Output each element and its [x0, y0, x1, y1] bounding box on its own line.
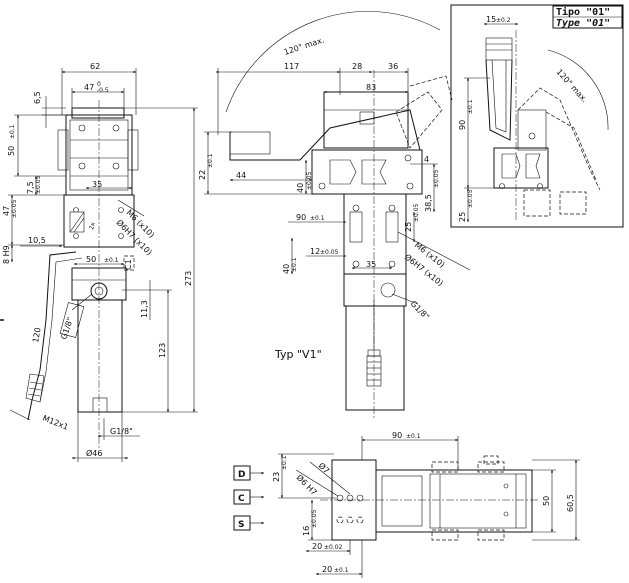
dim-6-5: 6,5 — [33, 91, 42, 104]
bottom-dim-90: 90 — [392, 431, 402, 440]
dim-25: 25 — [404, 222, 413, 232]
dim-44: 44 — [236, 171, 246, 180]
datum-c: C — [238, 494, 245, 504]
dim-g18: G1/8" — [409, 299, 431, 321]
dim-47v: 47 — [2, 206, 11, 216]
dim-90: 90 — [296, 213, 306, 222]
dim-62: 62 — [90, 62, 100, 71]
dim-40b-tol: ±0.1 — [291, 257, 298, 272]
dim-m12: M12x1 — [41, 414, 69, 432]
dim-35: 35 — [366, 260, 376, 269]
dim-50: 50 — [7, 146, 16, 156]
center-view: 120° max. — [198, 11, 471, 420]
bottom-dim-90-tol: ±0.1 — [406, 433, 421, 440]
dim-50b: 50 — [86, 255, 96, 264]
dim-40-tol: ±0.05 — [306, 171, 313, 190]
bottom-dim-16: 16 — [302, 526, 311, 536]
bottom-dim-23: 23 — [272, 472, 281, 482]
dim-83: 83 — [366, 83, 376, 92]
dim-38-5-tol: ±0.05 — [433, 169, 440, 188]
inset-dim-angle: 120° max. — [555, 67, 590, 104]
dim-g18b: G1/8" — [110, 427, 133, 436]
dim-12-tol: ±0.05 — [320, 249, 339, 256]
dim-22-tol: ±0.1 — [207, 153, 214, 168]
dim-c1: C1 — [124, 259, 133, 270]
dim-47: 47 — [84, 83, 94, 92]
inset-dim-25: 25 — [458, 212, 467, 222]
bottom-dim-20b-tol: ±0.1 — [334, 567, 349, 574]
dim-50-tol: ±0.1 — [9, 124, 16, 139]
inset-dim-15-tol: ±0.2 — [496, 17, 511, 24]
bottom-dim-23-tol: ±0.1 — [281, 455, 288, 470]
inset-dim-25-tol: ±0.05 — [467, 189, 474, 208]
bottom-dim-60-5: 60,5 — [566, 494, 575, 512]
dim-50b-tol: ±0.1 — [104, 257, 119, 264]
dim-117: 117 — [284, 62, 299, 71]
dim-10-5: 10,5 — [28, 236, 46, 245]
bottom-dim-20a-tol: ±0.02 — [324, 544, 343, 551]
dim-4: 4 — [424, 155, 429, 164]
dim-47-tol-bot: -0.5 — [97, 87, 109, 94]
datum-s: S — [238, 520, 244, 530]
dim-273: 273 — [184, 271, 193, 286]
dim-2x: 2x — [88, 221, 97, 230]
dim-90-tol: ±0.1 — [310, 215, 325, 222]
dim-28: 28 — [352, 62, 362, 71]
dim-40b: 40 — [282, 264, 291, 274]
inset-title-it: Tipo "01" — [556, 6, 610, 18]
dim-25-tol: ±0.05 — [413, 203, 420, 222]
inset-dim-15: 15 — [486, 15, 496, 24]
dim-123: 123 — [158, 343, 167, 358]
bottom-dim-o6h7: Ø6 H7 — [295, 472, 320, 497]
dim-11-3: 11,3 — [140, 300, 149, 318]
dim-22: 22 — [198, 170, 207, 180]
dim-47v-tol: ±0.05 — [11, 199, 18, 218]
dim-35: 35 — [92, 180, 102, 189]
bottom-dim-o7: Ø7 — [317, 460, 332, 475]
dim-36: 36 — [388, 62, 398, 71]
inset-title-en: Type "01" — [556, 18, 610, 29]
dim-40: 40 — [296, 183, 305, 193]
dim-12: 12 — [310, 247, 320, 256]
bottom-dim-16-tol: ±0.05 — [311, 509, 318, 528]
type-label: Typ "V1" — [274, 348, 322, 361]
dim-8h9: 8 H9 — [2, 245, 11, 264]
bottom-view: 90 ±0.1 23 ±0.1 Ø6 H7 Ø7 16 ±0.05 20 ±0.… — [233, 431, 580, 578]
dim-38-5: 38,5 — [424, 194, 433, 212]
bottom-dim-50: 50 — [542, 496, 551, 506]
dim-120: 120 — [31, 327, 43, 344]
left-view: 62 47 0 -0.5 6,5 50 ±0.1 7,5 ±0.05 47 ±0… — [0, 62, 198, 462]
datum-d: D — [238, 470, 245, 480]
bottom-dim-20b: 20 — [322, 565, 332, 574]
dim-7-5: 7,5 — [26, 181, 35, 194]
bottom-dim-20a: 20 — [312, 542, 322, 551]
dim-angle: 120° max. — [283, 35, 326, 56]
dim-46: Ø46 — [86, 448, 102, 458]
inset-dim-90: 90 — [458, 120, 467, 130]
dim-7-5-tol: ±0.05 — [35, 175, 42, 194]
inset-type-01: Tipo "01" Type "01" 15 ±0.2 120° max. 90… — [450, 4, 624, 228]
dim-47-tol-top: 0 — [97, 81, 101, 88]
inset-dim-90-tol: ±0.1 — [467, 99, 474, 114]
